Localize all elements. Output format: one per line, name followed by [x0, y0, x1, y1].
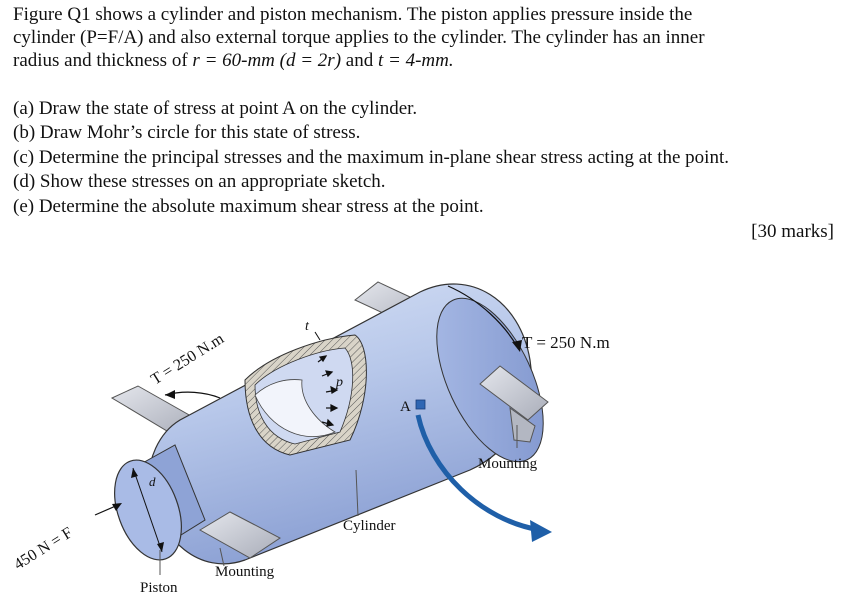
cylinder-piston-figure: p t A d T = 250 N.m T = 250 — [11, 281, 610, 596]
thickness-leader — [314, 331, 321, 341]
intro-line-2: cylinder (P=F/A) and also external torqu… — [13, 27, 705, 48]
torque-arrow-blue — [415, 414, 552, 542]
question-b: (b) Draw Mohr’s circle for this state of… — [13, 122, 361, 143]
pressure-label: p — [335, 375, 343, 390]
intro-line-3: radius and thickness of r = 60-mm (d = 2… — [13, 50, 454, 72]
question-e: (e) Determine the absolute maximum shear… — [13, 196, 484, 217]
force-label: 450 N = F — [11, 524, 76, 573]
cylinder-label: Cylinder — [343, 518, 396, 534]
torque-label-left: T = 250 N.m — [148, 330, 227, 388]
thickness-label: t — [305, 319, 310, 334]
radius-symbol: r — [192, 50, 200, 71]
question-c: (c) Determine the principal stresses and… — [13, 147, 729, 168]
piston — [114, 444, 206, 561]
diameter-label: d — [149, 474, 156, 489]
torque-label-right: T = 250 N.m — [522, 333, 610, 352]
mounting-label-right: Mounting — [478, 456, 538, 472]
mount-right — [479, 365, 549, 443]
piston-label: Piston — [140, 580, 178, 596]
point-a-label: A — [400, 399, 411, 415]
cutaway-section — [244, 334, 367, 456]
thickness-value: = 4-mm. — [383, 50, 454, 71]
pressure-arrows — [317, 355, 339, 427]
marks-label: [30 marks] — [751, 221, 834, 242]
thickness-symbol: t — [377, 50, 384, 71]
question-d: (d) Show these stresses on an appropriat… — [13, 171, 386, 192]
intro-and: and — [341, 50, 378, 71]
cylinder-leader — [355, 469, 359, 517]
torque-arrow-top — [447, 285, 522, 352]
mounting-label-bottom: Mounting — [215, 564, 275, 580]
torque-arrow-left — [164, 390, 221, 399]
intro-line-3-pre: radius and thickness of — [13, 50, 193, 71]
intro-line-1: Figure Q1 shows a cylinder and piston me… — [13, 4, 693, 25]
mount-bottom — [199, 511, 281, 567]
radius-value: = 60-mm (d = 2r) — [199, 50, 342, 71]
force-arrow — [94, 503, 122, 516]
point-a-marker — [415, 399, 426, 410]
question-a: (a) Draw the state of stress at point A … — [13, 98, 418, 119]
